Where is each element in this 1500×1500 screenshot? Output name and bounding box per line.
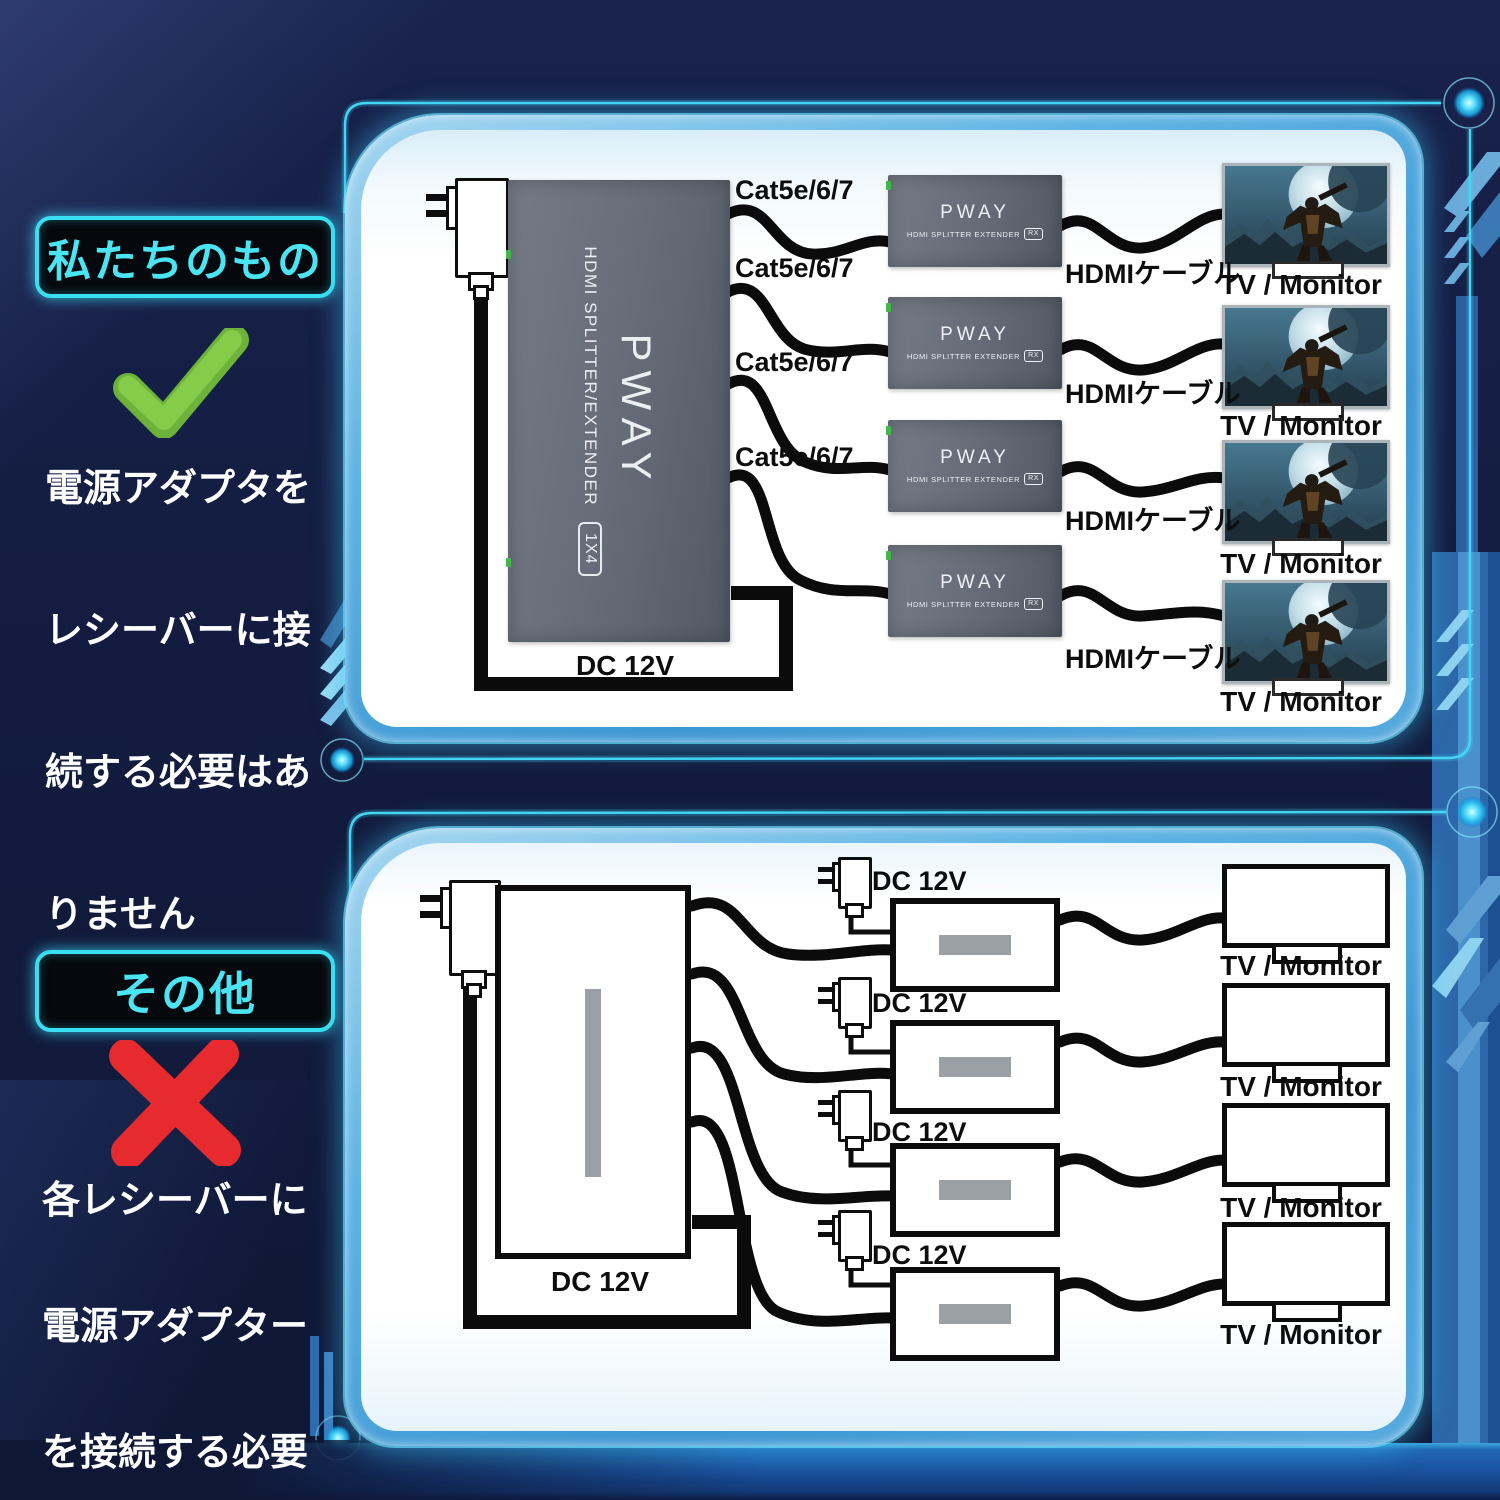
hdmi-cable-3 — [1054, 461, 1230, 498]
generic-tv-stand-3 — [1272, 1182, 1342, 1203]
splitter-model-label: HDMI SPLITTER/EXTENDER — [581, 246, 600, 507]
tv-stand-2 — [1272, 403, 1344, 421]
receiver-power-adapter-1 — [818, 855, 872, 921]
cross-icon — [109, 1040, 241, 1166]
hdmi-label-1: HDMIケーブル — [1065, 259, 1241, 289]
check-icon — [113, 328, 249, 438]
hdmi-cable-2 — [1054, 338, 1230, 376]
generic-receiver-2 — [890, 1020, 1060, 1114]
tv-monitor-screen-2 — [1222, 305, 1390, 409]
bottom-strip-fade — [0, 1440, 760, 1500]
tv-label-others-4: TV / Monitor — [1220, 1319, 1382, 1350]
adapter-cord-2 — [848, 1032, 892, 1055]
power-adapter-icon — [424, 174, 514, 300]
cat-cable-others-2 — [686, 966, 898, 1084]
ours-note-text: 電源アダプタを レシーバーに接 続する必要はあ りません — [45, 468, 312, 936]
cat-label-3: Cat5e/6/7 — [735, 347, 854, 377]
generic-receiver-4 — [890, 1267, 1060, 1361]
hdmi-cable-1 — [1054, 208, 1230, 254]
receiver-dc-label-2: DC 12V — [872, 988, 967, 1018]
others-note-text: 各レシーバーに 電源アダプター を接続する必要 があります — [42, 1180, 309, 1474]
warrior-silhouette — [1282, 182, 1348, 263]
receiver-device-1: PWAY HDMI SPLITTER EXTENDER RX — [886, 175, 1062, 267]
receiver-label: HDMI SPLITTER EXTENDER — [906, 229, 1021, 239]
splitter-device — [506, 180, 730, 642]
receiver-power-adapter-4 — [818, 1208, 872, 1274]
hdmi-label-2: HDMIケーブル — [1065, 379, 1241, 409]
cat-cable-2 — [722, 283, 896, 358]
cat-cable-others-4 — [686, 1115, 898, 1327]
hdmi-cable-others-3 — [1054, 1153, 1230, 1188]
tv-monitor-screen-4 — [1222, 580, 1390, 684]
adapter-cord-4 — [848, 1265, 892, 1288]
splitter-label-block: PWAY HDMI SPLITTER/EXTENDER 1X4 — [559, 196, 679, 626]
tv-label-others-2: TV / Monitor — [1220, 1071, 1382, 1102]
cat-cable-others-3 — [686, 1041, 898, 1205]
receiver-power-adapter-3 — [818, 1088, 872, 1154]
generic-tv-stand-1 — [1272, 943, 1342, 964]
tv-label-3: TV / Monitor — [1220, 548, 1382, 579]
tv-stand-3 — [1272, 538, 1344, 556]
circuit-lines — [341, 99, 1474, 903]
generic-receiver-3 — [890, 1143, 1060, 1237]
cat-cable-3 — [722, 375, 896, 476]
generic-receiver-1 — [890, 898, 1060, 992]
generic-tv-stand-4 — [1272, 1301, 1342, 1322]
tv-label-2: TV / Monitor — [1220, 410, 1382, 441]
hdmi-cable-others-4 — [1054, 1277, 1230, 1312]
tv-label-others-3: TV / Monitor — [1220, 1192, 1382, 1223]
dc-label-others-main: DC 12V — [550, 1266, 650, 1297]
power-cable-ours — [474, 284, 793, 691]
dc-label-ours: DC 12V — [575, 650, 675, 681]
tv-monitor-screen-3 — [1222, 440, 1390, 544]
receiver-device-4: PWAY HDMI SPLITTER EXTENDER RX — [886, 545, 1062, 637]
receiver-power-adapter-2 — [818, 975, 872, 1041]
generic-tv-4 — [1222, 1222, 1390, 1306]
hdmi-cable-others-1 — [1054, 910, 1230, 946]
cat-label-2: Cat5e/6/7 — [735, 253, 854, 283]
tv-label-others-1: TV / Monitor — [1220, 950, 1382, 981]
splitter-variant-badge: 1X4 — [578, 522, 602, 576]
receiver-brand: PWAY — [940, 202, 1010, 223]
adapter-cord-3 — [848, 1145, 892, 1168]
chevron-decoration-bottomright — [1432, 876, 1500, 1072]
tv-stand-1 — [1272, 261, 1344, 279]
tv-label-4: TV / Monitor — [1220, 686, 1382, 717]
generic-tv-stand-2 — [1272, 1062, 1342, 1083]
receiver-dc-label-4: DC 12V — [872, 1240, 967, 1270]
tv-label-1: TV / Monitor — [1220, 269, 1382, 300]
adapter-cord-1 — [848, 912, 892, 935]
receiver-dc-label-3: DC 12V — [872, 1117, 967, 1147]
generic-splitter-box — [495, 885, 691, 1259]
chevron-decoration-midright — [1436, 610, 1474, 710]
game-scene — [1225, 166, 1387, 264]
receiver-dc-label-1: DC 12V — [872, 866, 967, 896]
hdmi-cable-others-2 — [1054, 1032, 1230, 1068]
receiver-port-badge: RX — [1024, 228, 1044, 240]
hdmi-label-3: HDMIケーブル — [1065, 506, 1241, 536]
cat-label-1: Cat5e/6/7 — [735, 175, 854, 205]
ours-badge: 私たちのもの — [35, 216, 335, 298]
receiver-device-3: PWAY HDMI SPLITTER EXTENDER RX — [886, 420, 1062, 512]
splitter-brand: PWAY — [613, 333, 660, 489]
generic-tv-3 — [1222, 1103, 1390, 1187]
power-cable-others — [463, 972, 751, 1329]
cat-cable-4 — [722, 469, 896, 600]
hdmi-label-4: HDMIケーブル — [1065, 644, 1241, 674]
cat-label-4: Cat5e/6/7 — [735, 442, 854, 472]
tv-monitor-screen-1 — [1222, 163, 1390, 267]
cat-cable-others-1 — [686, 897, 898, 961]
chevron-decoration-topright — [1444, 152, 1500, 284]
cat-cable-1 — [722, 204, 896, 260]
others-badge: その他 — [35, 950, 335, 1032]
generic-tv-2 — [1222, 983, 1390, 1067]
generic-tv-1 — [1222, 864, 1390, 948]
receiver-device-2: PWAY HDMI SPLITTER EXTENDER RX — [886, 297, 1062, 389]
hdmi-cable-4 — [1054, 585, 1230, 622]
tv-stand-4 — [1272, 678, 1344, 696]
